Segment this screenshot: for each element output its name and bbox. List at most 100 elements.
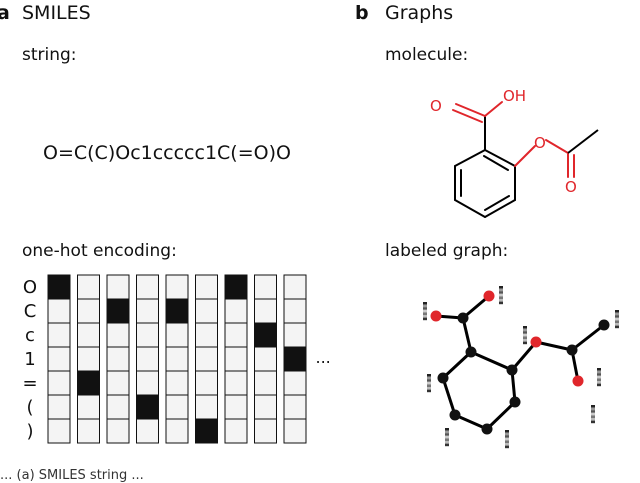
carbonyl-bond <box>452 109 483 123</box>
molecule-label: molecule: <box>385 45 469 65</box>
panel-a-letter: a <box>0 2 10 24</box>
panel-a-title: SMILES <box>22 2 91 24</box>
node-feature-cell <box>591 415 595 418</box>
node-feature-cell <box>427 384 431 387</box>
node-feature-cell <box>615 312 619 316</box>
graph-label: labeled graph: <box>385 241 509 261</box>
panel-b-letter: b <box>355 2 369 24</box>
graph-edge <box>469 350 514 372</box>
onehot-matrix: OCc1=()... <box>22 274 331 444</box>
node-feature-cell <box>615 323 619 326</box>
onehot-cell <box>77 274 100 300</box>
node-feature-cell <box>591 407 595 411</box>
onehot-cell <box>165 394 189 420</box>
node-feature-cell <box>505 445 509 449</box>
onehot-cell <box>136 370 159 396</box>
node-feature-cell <box>591 410 595 413</box>
carbon-node <box>437 372 449 384</box>
ring-bond <box>484 149 516 167</box>
node-feature-cell <box>505 432 509 436</box>
onehot-cell-active <box>195 418 218 444</box>
graph-edge <box>570 323 606 352</box>
node-feature-cell <box>499 286 503 289</box>
labeled-graph <box>423 286 619 449</box>
onehot-cell <box>254 298 277 324</box>
node-feature-cell <box>597 383 601 387</box>
onehot-cell <box>77 394 100 420</box>
node-feature-cell <box>445 433 449 436</box>
oxygen-node <box>430 310 442 322</box>
node-feature-cell <box>597 381 601 384</box>
oxygen-node <box>572 375 584 387</box>
onehot-cell <box>165 418 189 444</box>
onehot-ellipsis: ... <box>316 348 331 367</box>
carbon-node <box>598 319 610 331</box>
node-feature-cell <box>505 440 509 443</box>
onehot-cell <box>254 274 277 300</box>
node-feature-cell <box>445 430 449 434</box>
onehot-cell <box>195 322 218 348</box>
vocab-label: = <box>22 373 37 394</box>
node-feature-cell <box>597 375 601 379</box>
oxygen-node <box>483 290 495 302</box>
node-feature-cell <box>523 341 527 345</box>
node-feature-cell <box>445 441 449 444</box>
node-feature-cell <box>499 288 503 292</box>
node-feature-cell <box>597 378 601 381</box>
onehot-cell <box>77 298 100 324</box>
carbon-node <box>566 344 578 356</box>
node-feature-cell <box>423 309 427 313</box>
onehot-cell <box>136 274 159 300</box>
ester-o-atom: O <box>534 134 546 152</box>
node-feature-cell <box>445 428 449 431</box>
node-feature-cell <box>499 296 503 299</box>
onehot-cell-active <box>77 370 100 396</box>
methyl-bond <box>567 129 599 154</box>
ester-carbonyl-o-atom: O <box>565 178 577 196</box>
node-feature-cell <box>499 299 503 302</box>
ring-bond <box>484 199 516 218</box>
node-feature-cell <box>445 443 449 447</box>
hydroxyl-bond <box>484 101 503 117</box>
caption-fragment: ... (a) SMILES string ... <box>0 468 144 483</box>
node-feature-cell <box>427 387 431 390</box>
onehot-cell <box>106 370 130 396</box>
node-feature-cell <box>423 315 427 318</box>
onehot-cell-active <box>47 274 71 300</box>
onehot-cell <box>77 418 100 444</box>
node-feature-cell <box>523 339 527 342</box>
node-feature-cell <box>427 379 431 382</box>
node-feature-cell <box>499 293 503 297</box>
graph-edge <box>441 376 457 417</box>
carbonyl-o-atom: O <box>430 97 442 115</box>
carbon-node <box>481 423 493 435</box>
node-feature-cell <box>427 381 431 385</box>
onehot-cell <box>106 274 130 300</box>
onehot-cell <box>165 346 189 372</box>
carbon-node <box>509 396 521 408</box>
graph-edge <box>441 350 473 380</box>
vocab-label: 1 <box>24 349 35 370</box>
node-feature-cell <box>427 389 431 393</box>
onehot-cell <box>254 418 277 444</box>
onehot-cell <box>224 322 248 348</box>
oxygen-node <box>530 336 542 348</box>
graph-edge <box>485 400 517 431</box>
onehot-cell <box>136 298 159 324</box>
onehot-cell <box>47 370 71 396</box>
node-feature-cell <box>445 435 449 439</box>
onehot-cell <box>47 418 71 444</box>
node-feature-cell <box>615 320 619 323</box>
node-feature-cell <box>505 437 509 441</box>
smiles-string: O=C(C)Oc1ccccc1C(=O)O <box>43 142 291 164</box>
carbonyl-bond <box>455 103 486 117</box>
node-feature-cell <box>523 336 527 339</box>
node-feature-cell <box>427 376 431 380</box>
node-feature-cell <box>591 405 595 408</box>
onehot-cell <box>224 370 248 396</box>
ring-double-bond <box>484 195 510 211</box>
node-feature-cell <box>505 430 509 433</box>
node-feature-cell <box>591 412 595 416</box>
onehot-cell <box>283 322 307 348</box>
node-feature-cell <box>423 302 427 305</box>
